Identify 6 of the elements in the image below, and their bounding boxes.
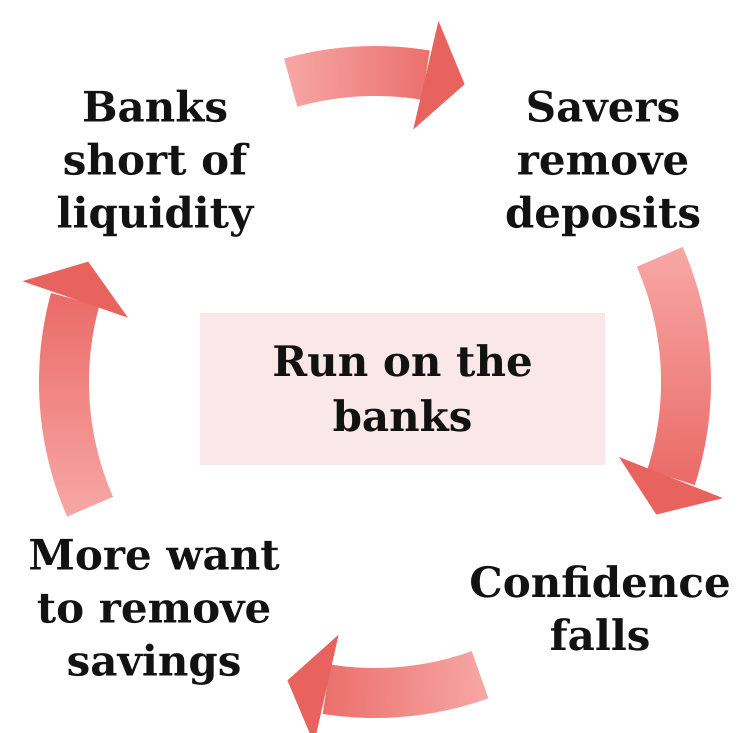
step-text: Savers remove deposits [504, 82, 702, 240]
step-text: Banks short of liquidity [56, 82, 256, 240]
step-text: More want to remove savings [27, 530, 281, 688]
box-title: Run on the banks [271, 336, 534, 443]
center-box [200, 313, 605, 465]
step-text: Confidence falls [468, 557, 732, 662]
